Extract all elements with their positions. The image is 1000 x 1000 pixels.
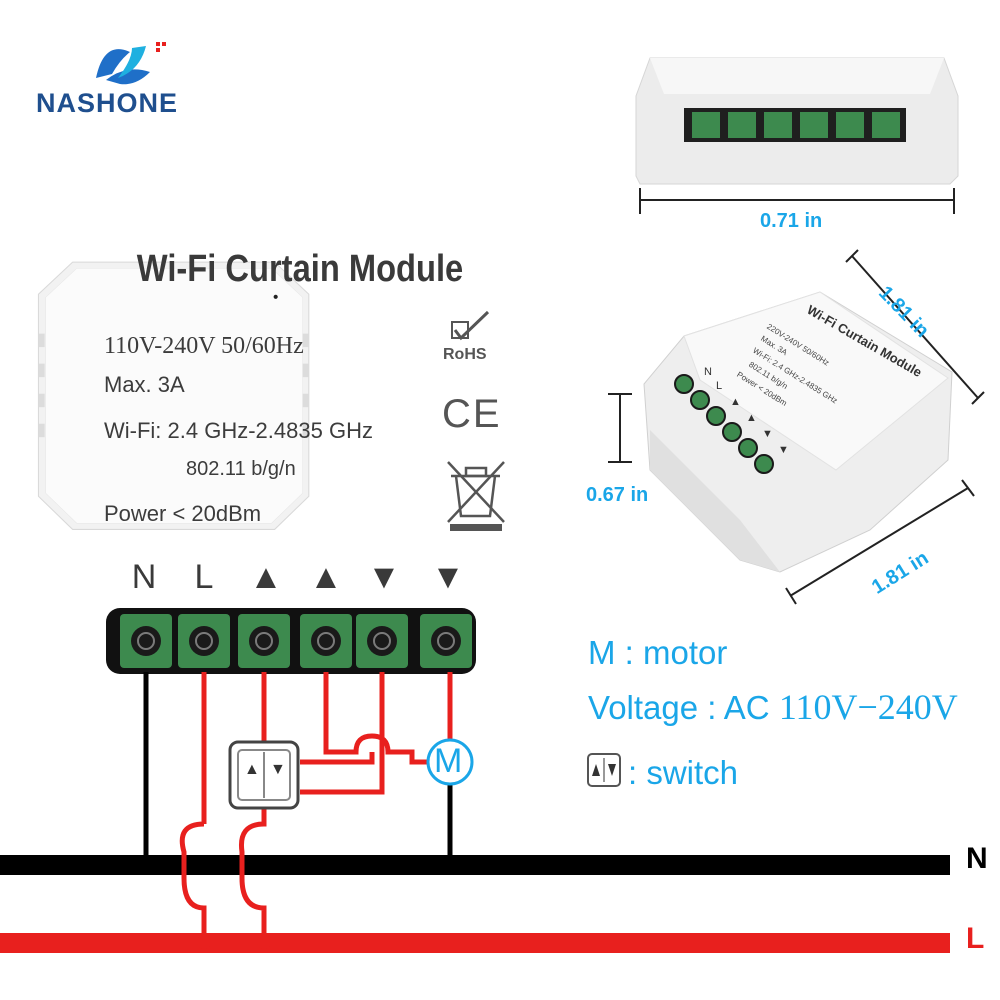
side-terminal-5 — [872, 112, 900, 138]
iso-terminal-1 — [690, 390, 710, 410]
terminal-screw-ring-0 — [137, 632, 155, 650]
terminal-label-up-1: ▲ — [249, 558, 283, 596]
terminal-screw-4 — [367, 626, 397, 656]
side-terminal-1 — [728, 112, 756, 138]
junction-l-right — [257, 935, 271, 949]
motor-symbol: M — [434, 742, 463, 780]
legend-switch: : switch — [628, 754, 739, 791]
terminal-label-n: N — [131, 558, 157, 596]
terminal-screw-0 — [131, 626, 161, 656]
junction-l-left — [197, 935, 211, 949]
spec-standard: 802.11 b/g/n — [186, 458, 296, 480]
rohs-mark: RoHS — [443, 346, 487, 363]
junction-n-left — [139, 857, 153, 871]
terminal-screw-ring-1 — [195, 632, 213, 650]
legend-motor: M : motor — [588, 634, 728, 671]
iso-terminal-2 — [706, 406, 726, 426]
wire-switch-up-out — [300, 752, 375, 765]
wire-l — [179, 672, 207, 942]
legend-voltage-value: 110V−240V — [778, 687, 958, 727]
legend-voltage-prefix: Voltage : AC — [588, 689, 779, 726]
side-terminal-3 — [800, 112, 828, 138]
junction-n-right — [443, 857, 457, 871]
dim-height-side: 0.67 in — [586, 484, 649, 506]
dim-depth: 0.71 in — [760, 210, 823, 232]
live-bus — [0, 933, 950, 953]
terminal-screw-1 — [189, 626, 219, 656]
side-terminal-4 — [836, 112, 864, 138]
terminal-screw-ring-5 — [437, 632, 455, 650]
neutral-label: N — [966, 842, 988, 875]
iso-terminal-3 — [722, 422, 742, 442]
live-label: L — [966, 922, 985, 955]
wire-motor-down — [300, 672, 385, 795]
terminal-label-down-1: ▼ — [367, 558, 401, 596]
spec-max-current: Max. 3A — [104, 372, 185, 397]
module-title: Wi-Fi Curtain Module — [136, 248, 464, 290]
small-terminal-down-1: ▼ — [762, 428, 773, 440]
iso-terminal-0 — [674, 374, 694, 394]
ce-mark: CE — [442, 392, 502, 436]
terminal-screw-ring-3 — [317, 632, 335, 650]
curtain-module-body — [37, 261, 310, 530]
spec-voltage: 110V-240V 50/60Hz — [104, 333, 304, 359]
terminal-label-up-2: ▲ — [309, 558, 343, 596]
terminal-label-down-2: ▼ — [431, 558, 465, 596]
terminal-label-l: L — [194, 558, 214, 596]
switch-up-glyph: ▲ — [244, 761, 260, 778]
terminal-screw-ring-4 — [373, 632, 391, 650]
wire-motor-up — [323, 672, 428, 765]
iso-terminal-4 — [738, 438, 758, 458]
side-terminal-0 — [692, 112, 720, 138]
small-terminal-up-1: ▲ — [730, 396, 741, 408]
spec-power: Power < 20dBm — [104, 501, 262, 526]
small-terminal-down-2: ▼ — [778, 444, 789, 456]
neutral-bus — [0, 855, 950, 875]
terminal-screw-2 — [249, 626, 279, 656]
side-terminal-2 — [764, 112, 792, 138]
small-terminal-up-2: ▲ — [746, 412, 757, 424]
motor-circle — [426, 738, 474, 786]
terminal-screw-5 — [431, 626, 461, 656]
legend-voltage: Voltage : AC 110V−240V — [588, 686, 958, 728]
brand-name: NASHONE — [36, 88, 179, 118]
small-terminal-n: N — [704, 366, 712, 378]
wire-switch-feed — [238, 672, 267, 942]
spec-wifi: Wi-Fi: 2.4 GHz-2.4835 GHz — [104, 418, 373, 443]
small-terminal-l: L — [716, 380, 723, 392]
terminal-screw-3 — [311, 626, 341, 656]
switch-down-glyph: ▼ — [270, 761, 286, 778]
iso-terminal-5 — [754, 454, 774, 474]
terminal-screw-ring-2 — [255, 632, 273, 650]
